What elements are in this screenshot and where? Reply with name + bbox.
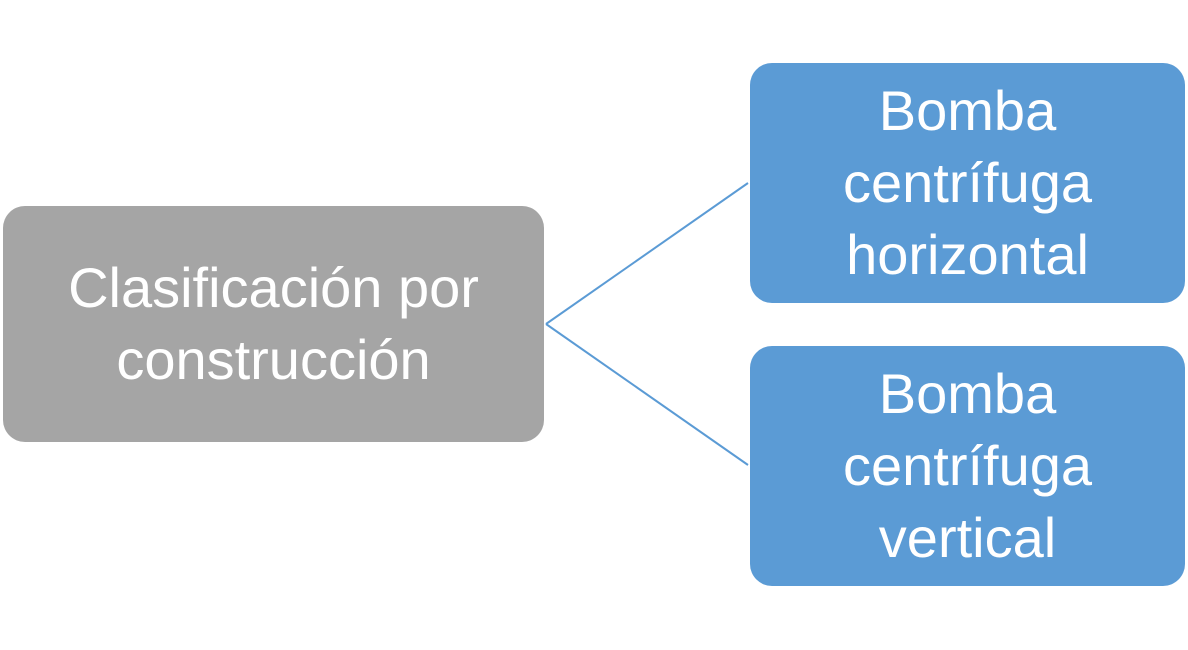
connector-to-horizontal	[545, 182, 749, 325]
child-node-vertical: Bomba centrífuga vertical	[750, 346, 1185, 586]
child-node-horizontal-label: Bomba centrífuga horizontal	[842, 79, 1093, 286]
child-node-vertical-label: Bomba centrífuga vertical	[842, 362, 1093, 569]
root-node: Clasificación por construcción	[3, 206, 544, 442]
child-node-horizontal: Bomba centrífuga horizontal	[750, 63, 1185, 303]
root-node-label: Clasificación por construcción	[68, 256, 479, 391]
connector-to-vertical	[545, 323, 749, 466]
